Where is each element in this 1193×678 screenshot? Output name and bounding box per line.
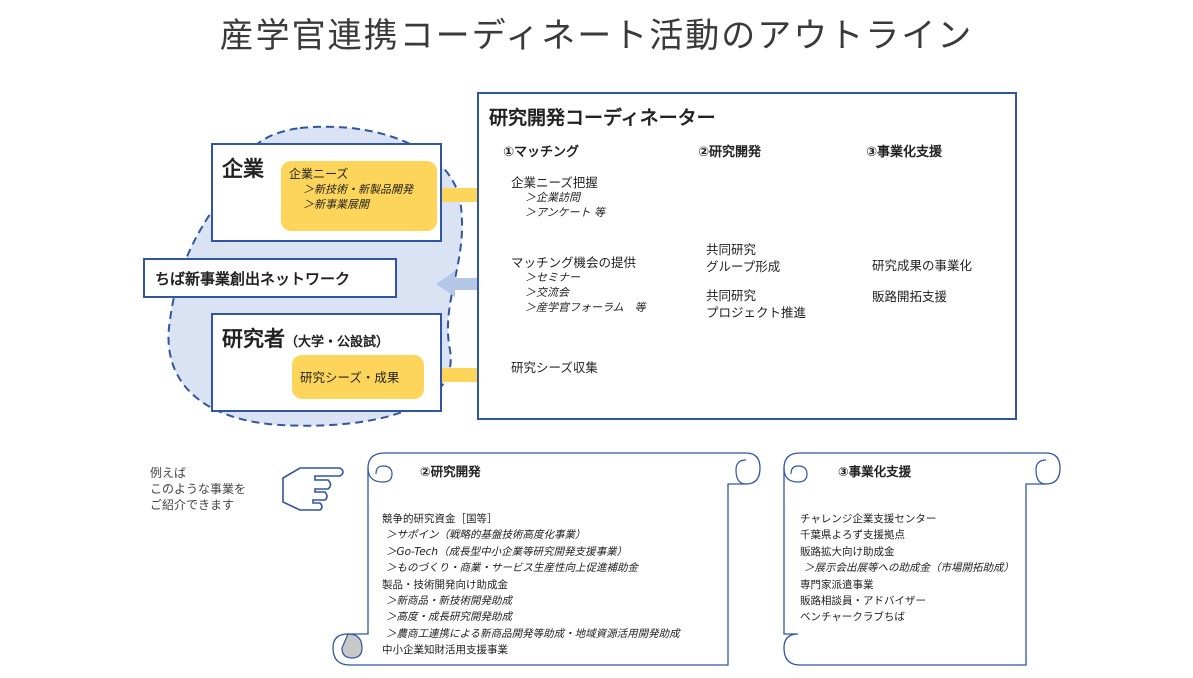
rd-line: 共同研究	[706, 288, 757, 303]
scroll-biz-shape	[783, 452, 1061, 666]
researcher-title: 研究者（大学・公設試）	[222, 323, 389, 353]
arrow2-item: ＞交流会	[525, 286, 569, 299]
researcher-seeds-label: 研究シーズ・成果	[300, 369, 400, 385]
example-line: このような事業を	[150, 482, 247, 496]
scroll-biz-item: 販路相談員・アドバイザー	[800, 595, 926, 608]
arrow3-text: 研究シーズ収集	[511, 360, 598, 375]
arrow2-item: ＞セミナー	[525, 271, 580, 284]
company-needs-item: ＞新技術・新製品開発	[303, 183, 413, 196]
scroll-biz-item: 専門家派遣事業	[800, 578, 874, 591]
biz-text: 研究成果の事業化 販路開拓支援	[872, 257, 972, 305]
scroll-rd-item: 競争的研究資金［国等］	[382, 513, 498, 525]
network-box: ちば新事業創出ネットワーク	[143, 258, 397, 298]
scroll-biz-item: 千葉県よろず支援拠点	[800, 529, 905, 542]
scroll-biz-item: ベンチャークラブちば	[800, 611, 905, 624]
scroll-rd-item: ＞新商品・新技術開発助成	[386, 595, 512, 608]
scroll-rd-item: ＞高度・成長研究開発助成	[386, 611, 512, 624]
arrow1-text: 企業ニーズ把握 ＞企業訪問 ＞アンケート 等	[511, 175, 605, 220]
col-head-rd: ②研究開発	[698, 145, 762, 160]
arrow1-item: ＞企業訪問	[525, 191, 580, 204]
network-arrow	[436, 271, 500, 297]
col-head-biz: ③事業化支援	[866, 145, 943, 160]
scroll-rd-item: ＞Go-Tech（成長型中小企業等研究開発支援事業）	[386, 545, 628, 558]
biz-line: 研究成果の事業化	[872, 258, 973, 273]
arrow2-label: マッチング機会の提供	[511, 255, 637, 270]
page-title: 産学官連携コーディネート活動のアウトライン	[219, 16, 974, 56]
scroll-rd-item: ＞ものづくり・商業・サービス生産性向上促進補助金	[386, 562, 638, 575]
example-line: 例えば	[150, 466, 187, 480]
researcher-subtitle: （大学・公設試）	[285, 335, 390, 350]
scroll-rd-item: ＞サポイン（戦略的基盤技術高度化事業）	[386, 529, 586, 542]
example-text: 例えば このような事業を ご紹介できます	[150, 465, 246, 513]
scroll-rd-shape	[332, 452, 761, 666]
pointing-hand-icon	[282, 467, 344, 511]
scroll-rd-list: 競争的研究資金［国等］ ＞サポイン（戦略的基盤技術高度化事業） ＞Go-Tech…	[382, 511, 680, 659]
scroll-rd-item: 中小企業知財活用支援事業	[382, 644, 508, 657]
biz-line: 販路開拓支援	[872, 289, 948, 304]
scroll-biz-header: ③事業化支援	[838, 464, 912, 479]
scroll-rd-item: 製品・技術開発向け助成金	[382, 578, 508, 591]
scroll-rd-item: ＞農商工連携による新商品開発等助成・地域資源活用開発助成	[386, 627, 680, 640]
company-box: 企業 企業ニーズ ＞新技術・新製品開発 ＞新事業展開	[211, 143, 442, 242]
network-label: ちば新事業創出ネットワーク	[155, 269, 351, 288]
arrow2-item: ＞産学官フォーラム 等	[525, 301, 646, 314]
scroll-rd-header: ②研究開発	[420, 464, 481, 479]
scroll-biz-item: チャレンジ企業支援センター	[800, 513, 937, 525]
biz-line	[872, 274, 972, 288]
arrow2-text: マッチング機会の提供 ＞セミナー ＞交流会 ＞産学官フォーラム 等	[511, 255, 646, 315]
rd-text: 共同研究 グループ形成 共同研究 プロジェクト推進	[706, 241, 806, 321]
rd-line: 共同研究	[706, 242, 757, 257]
researcher-title-text: 研究者	[222, 327, 285, 351]
researcher-box: 研究者（大学・公設試） 研究シーズ・成果	[211, 313, 442, 412]
arrow1-item: ＞アンケート 等	[525, 206, 606, 219]
scroll-biz-item: 販路拡大向け助成金	[800, 545, 895, 558]
company-title: 企業	[222, 157, 264, 181]
company-needs-item: ＞新事業展開	[303, 198, 369, 211]
arrow1-label: 企業ニーズ把握	[511, 175, 598, 190]
rd-line: グループ形成	[706, 259, 781, 274]
company-needs-label: 企業ニーズ	[289, 167, 349, 181]
rd-line: プロジェクト推進	[706, 305, 807, 320]
example-line: ご紹介できます	[150, 498, 235, 512]
coordinator-box: 研究開発コーディネーター ①マッチング ②研究開発 ③事業化支援	[477, 92, 1017, 420]
col-head-matching: ①マッチング	[503, 145, 580, 160]
researcher-seeds-box: 研究シーズ・成果	[292, 355, 424, 399]
scroll-biz-list: チャレンジ企業支援センター 千葉県よろず支援拠点 販路拡大向け助成金 ＞展示会出…	[800, 511, 1014, 626]
arrow3-label: 研究シーズ収集	[511, 360, 598, 375]
scroll-biz-item: ＞展示会出展等への助成金（市場開拓助成）	[804, 562, 1014, 575]
coordinator-title: 研究開発コーディネーター	[489, 107, 716, 129]
rd-line	[706, 275, 806, 287]
company-needs-box: 企業ニーズ ＞新技術・新製品開発 ＞新事業展開	[281, 161, 437, 231]
